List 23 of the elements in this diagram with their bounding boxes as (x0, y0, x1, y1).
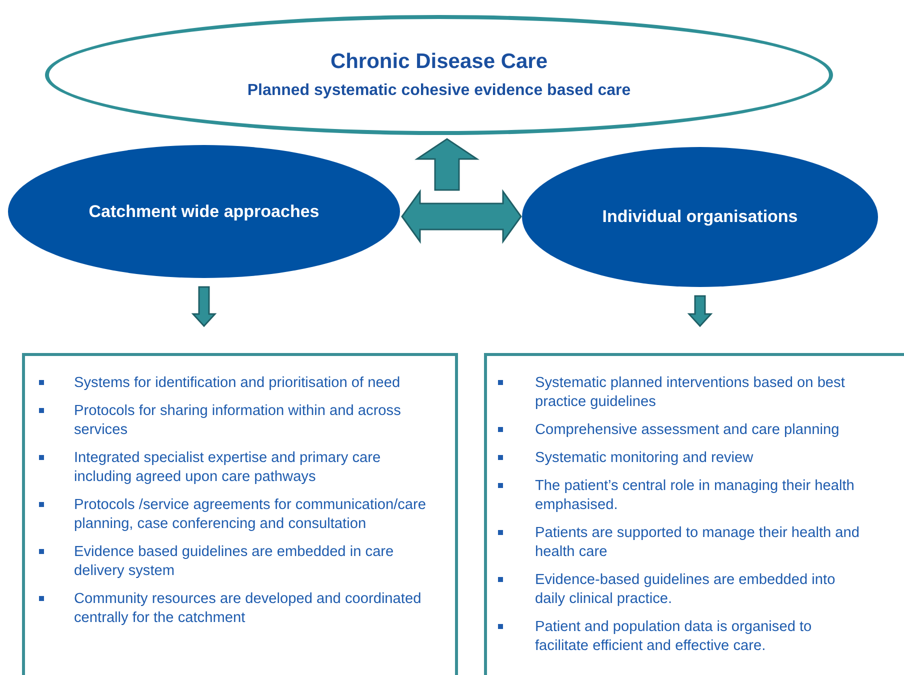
bullet-item: Systems for identification and prioritisation of need (25, 374, 455, 393)
bullet-item: Evidence based guidelines are embedded in care delivery system (25, 543, 455, 581)
bullet-item: Systematic planned interventions based on best practice guidelines (487, 374, 904, 412)
bullet-item: Community resources are developed and coordinated centrally for the catchment (25, 590, 455, 628)
ellipse-label: Individual organisations (602, 207, 798, 227)
title-text: Chronic Disease Care (330, 50, 548, 74)
block-arrow (687, 295, 713, 328)
bullet-item: Patients are supported to manage their health and health care (487, 524, 904, 562)
list-panel (22, 353, 458, 675)
bullet-item: Evidence-based guidelines are embedded into daily clinical practice. (487, 571, 904, 609)
bullet-item: The patient’s central role in managing their health emphasised. (487, 477, 904, 515)
subtitle-text: Planned systematic cohesive evidence based care (247, 82, 631, 100)
list-panel (484, 353, 904, 675)
bullet-item: Protocols /service agreements for communication/care planning, case conferencing and consultation (25, 496, 455, 534)
bullet-item: Patient and population data is organised to facilitate efficient and effective care. (487, 618, 904, 656)
block-arrow (414, 138, 480, 191)
ellipse-label: Catchment wide approaches (88, 202, 320, 222)
bullet-item: Systematic monitoring and review (487, 449, 904, 468)
bullet-item: Protocols for sharing information within and across services (25, 402, 455, 440)
block-arrow (191, 286, 217, 328)
bullet-item: Comprehensive assessment and care planning (487, 421, 904, 440)
bullet-item: Integrated specialist expertise and primary care including agreed upon care pathways (25, 449, 455, 487)
block-arrow (401, 189, 522, 244)
